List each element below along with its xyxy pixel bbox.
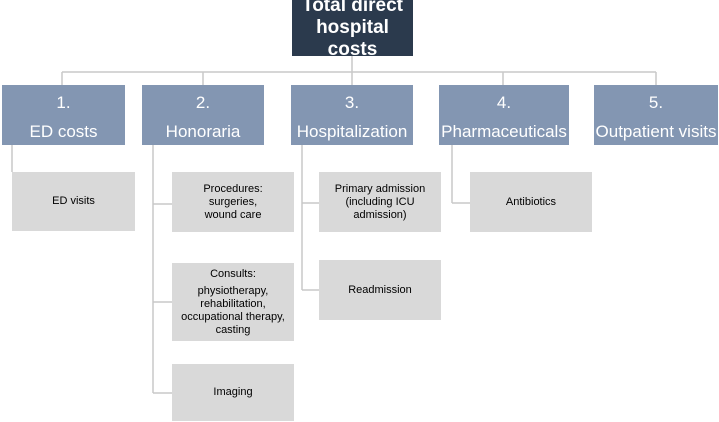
- item-text-line: (including ICU: [345, 195, 415, 208]
- item-antibiotics: Antibiotics: [470, 172, 592, 232]
- category-label: Honoraria: [165, 122, 241, 141]
- category-hospitalization: 3. Hospitalization: [291, 85, 413, 145]
- item-text: ED visits: [52, 195, 95, 207]
- item-ed-visits: ED visits: [12, 172, 135, 231]
- item-text-line: Procedures: surgeries,: [203, 182, 263, 208]
- item-procedures: Procedures: surgeries, wound care: [172, 172, 294, 232]
- item-text-line: occupational therapy,: [181, 310, 285, 323]
- category-outpatient-visits: 5. Outpatient visits: [594, 85, 718, 145]
- root-node-total-direct-hospital-costs: Total direct hospital costs: [292, 0, 413, 60]
- root-title-line1: Total direct: [302, 0, 403, 16]
- category-number: 4.: [496, 93, 512, 112]
- item-text-line: Consults:: [210, 267, 256, 280]
- category-ed-costs: 1. ED costs: [2, 85, 125, 145]
- category-number: 1.: [56, 93, 71, 112]
- category-number: 2.: [195, 93, 211, 112]
- item-text: Imaging: [213, 386, 253, 398]
- item-text: Antibiotics: [505, 195, 557, 208]
- category-label: ED costs: [29, 122, 98, 141]
- item-text: Readmission: [348, 283, 412, 296]
- category-number: 5.: [648, 93, 664, 112]
- category-label: Outpatient visits: [595, 122, 717, 141]
- item-imaging: Imaging: [172, 364, 294, 421]
- item-primary-admission: Primary admission (including ICU admissi…: [319, 172, 441, 232]
- item-readmission: Readmission: [319, 260, 441, 320]
- category-number: 3.: [344, 93, 360, 112]
- item-text-line: Primary admission: [334, 182, 426, 195]
- root-title-line2: hospital costs: [316, 17, 389, 60]
- item-text-line: physiotherapy,: [197, 284, 269, 297]
- category-honoraria: 2. Honoraria: [142, 85, 264, 145]
- item-text-line: wound care: [204, 208, 262, 221]
- item-text-line: casting: [215, 323, 251, 336]
- item-text-line: rehabilitation,: [200, 297, 266, 310]
- item-consults: Consults: physiotherapy, rehabilitation,…: [172, 263, 294, 341]
- category-label: Pharmaceuticals: [441, 122, 567, 141]
- item-text-line: admission): [353, 208, 407, 221]
- category-pharmaceuticals: 4. Pharmaceuticals: [439, 85, 569, 145]
- category-label: Hospitalization: [296, 122, 408, 141]
